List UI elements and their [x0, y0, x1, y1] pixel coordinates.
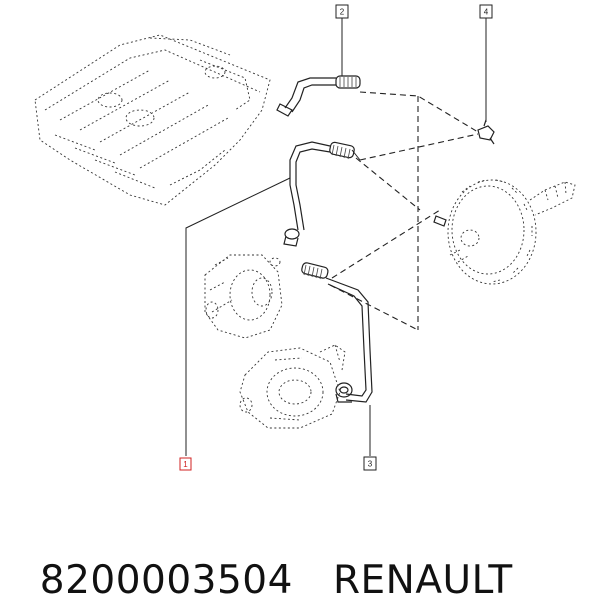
check-valve-connector [477, 119, 495, 145]
main-vacuum-hose [283, 141, 355, 247]
callout-4-label: 4 [484, 8, 489, 17]
connection-lines [329, 91, 479, 331]
part-number: 8200003504 [39, 558, 293, 603]
brake-booster-illustration [447, 179, 576, 285]
intake-manifold-illustration [34, 34, 271, 206]
leader-lines [185, 18, 487, 456]
lower-vacuum-hose [301, 262, 373, 403]
callout-1[interactable]: 1 [179, 457, 192, 471]
alternator-illustration [239, 344, 346, 429]
callout-2[interactable]: 2 [335, 4, 349, 19]
callout-4[interactable]: 4 [479, 4, 493, 19]
callout-3[interactable]: 3 [363, 456, 377, 471]
callout-2-label: 2 [340, 8, 345, 17]
brand-name: RENAULT [332, 558, 513, 603]
parts-diagram: 1 2 3 4 [34, 4, 576, 471]
upper-vacuum-hose [276, 75, 361, 117]
fixing-bolt [433, 215, 447, 227]
vacuum-pump-illustration [204, 254, 283, 339]
callout-3-label: 3 [368, 460, 373, 469]
callout-1-label: 1 [183, 460, 188, 469]
